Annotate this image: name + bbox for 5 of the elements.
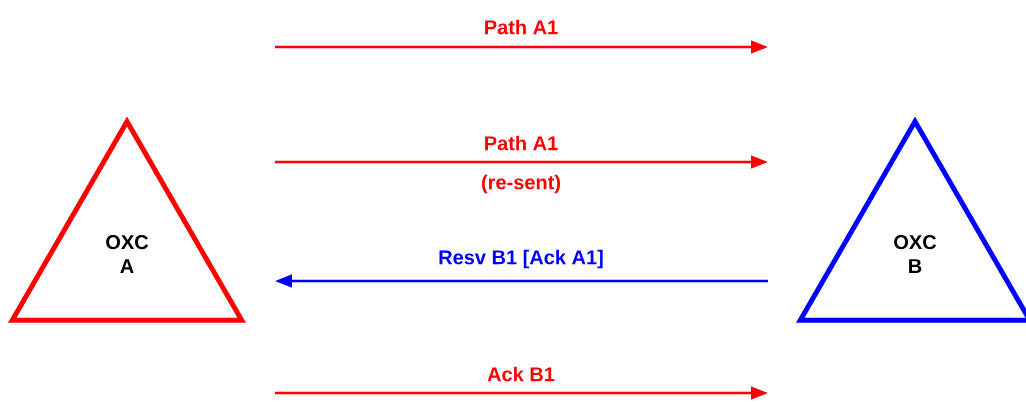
arrow-label: Path A1 [485, 19, 558, 35]
arrow-label: Path A1 [485, 135, 558, 151]
arrow-label: Ack B1 [487, 366, 555, 382]
arrow-label: (re-sent) [482, 174, 560, 194]
edge-label: Resv B1 [Ack A1] [439, 249, 603, 269]
